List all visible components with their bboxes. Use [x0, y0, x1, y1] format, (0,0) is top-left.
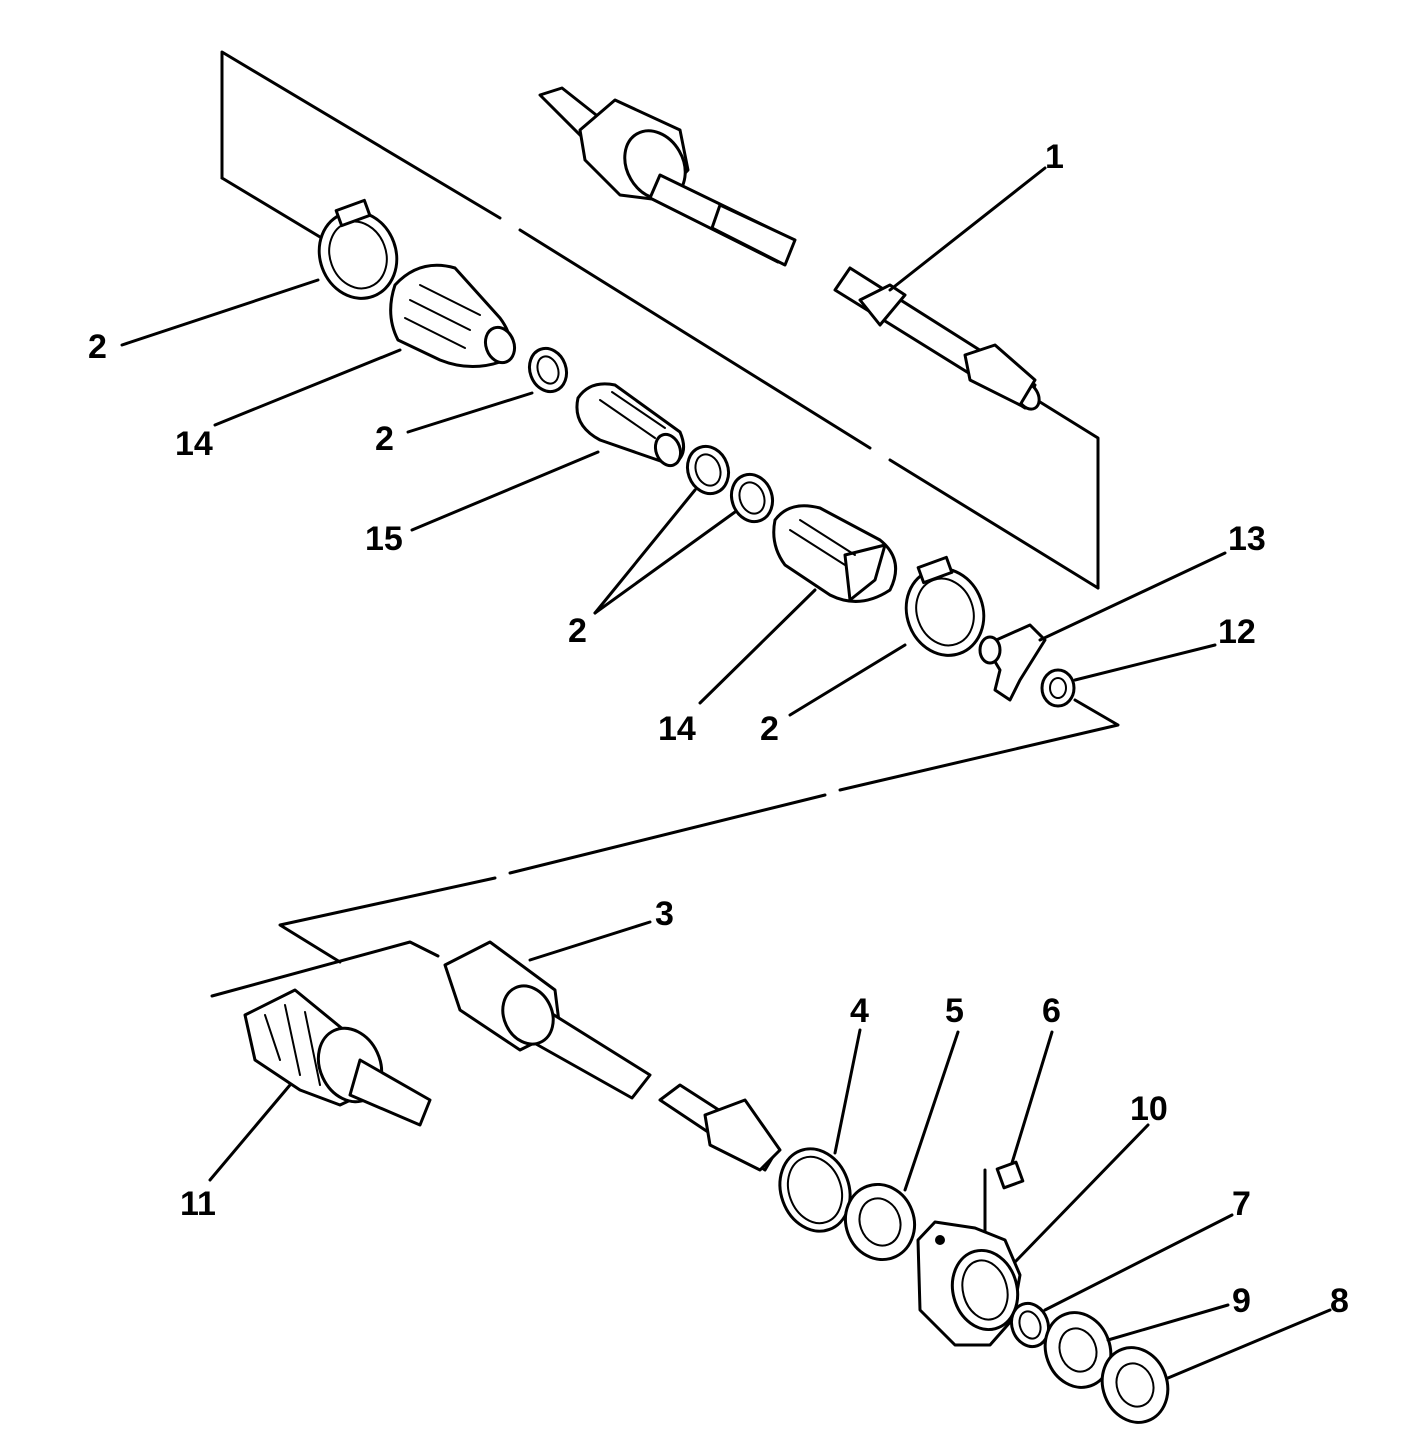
callout-7: 7	[1232, 1185, 1251, 1223]
intermediate-shaft-top	[538, 86, 1041, 411]
callout-2-ring-small: 2	[375, 420, 394, 458]
group-connector-lines	[210, 698, 1120, 998]
lower-parts	[243, 940, 1170, 1424]
callout-labels: 1 2 2 14 2 15 2 13 12 14 3 4 5 6 10 11 7…	[88, 138, 1349, 1320]
callout-2-clamp-right: 2	[760, 710, 779, 748]
callout-12: 12	[1218, 613, 1256, 651]
callout-4: 4	[850, 992, 869, 1030]
upper-parts	[317, 198, 1076, 708]
callout-14-boot-left: 14	[175, 425, 213, 463]
callout-1: 1	[1045, 138, 1064, 176]
callout-9: 9	[1232, 1282, 1251, 1320]
callout-3: 3	[655, 895, 674, 933]
upper-group-frame	[220, 50, 1100, 590]
callout-13: 13	[1228, 520, 1266, 558]
callout-2-ring-pair: 2	[568, 612, 587, 650]
callout-8: 8	[1330, 1282, 1349, 1320]
leader-lines	[120, 166, 1332, 1380]
callout-14-boot-right: 14	[658, 710, 696, 748]
callout-6: 6	[1042, 992, 1061, 1030]
callout-5: 5	[945, 992, 964, 1030]
callout-11: 11	[180, 1185, 216, 1223]
callout-2-clamp-left: 2	[88, 328, 107, 366]
callout-15: 15	[365, 520, 403, 558]
callout-10: 10	[1130, 1090, 1168, 1128]
